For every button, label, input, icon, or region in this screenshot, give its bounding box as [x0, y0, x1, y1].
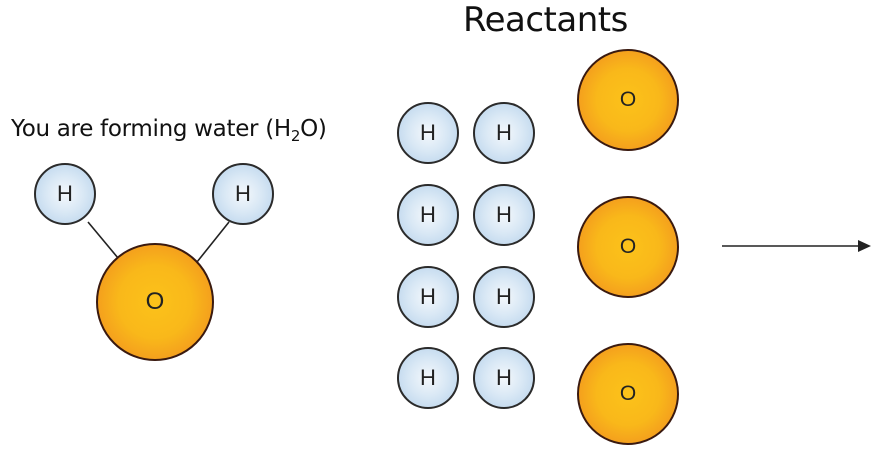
atom-label: H: [496, 284, 512, 309]
atom-label: H: [420, 365, 436, 390]
reactant-hydrogen-atom[interactable]: H: [473, 102, 535, 164]
atom-label: H: [496, 365, 512, 390]
reactant-hydrogen-atom[interactable]: H: [473, 266, 535, 328]
instruction-suffix: O): [300, 116, 327, 142]
bond-right: [196, 221, 230, 263]
atom-label: O: [145, 288, 165, 315]
reaction-arrow: [722, 240, 871, 252]
hydrogen-atom: H: [34, 163, 96, 225]
instruction-text: You are forming water (H2O): [11, 114, 327, 144]
instruction-subscript: 2: [290, 127, 301, 145]
atom-label: O: [619, 382, 637, 405]
atom-label: H: [420, 202, 436, 227]
atom-label: H: [420, 284, 436, 309]
atom-label: H: [235, 181, 251, 206]
atom-label: H: [496, 120, 512, 145]
atom-label: O: [619, 235, 637, 258]
reactants-title: Reactants: [463, 0, 628, 40]
hydrogen-atom: H: [212, 163, 274, 225]
bond-left: [87, 221, 119, 259]
reactant-oxygen-atom[interactable]: O: [577, 343, 679, 445]
reactant-oxygen-atom[interactable]: O: [577, 196, 679, 298]
atom-label: O: [619, 88, 637, 111]
reactant-oxygen-atom[interactable]: O: [577, 49, 679, 151]
atom-label: H: [57, 181, 73, 206]
arrow-head-icon: [858, 240, 871, 252]
instruction-prefix: You are forming water (H: [11, 116, 291, 142]
oxygen-atom: O: [96, 243, 214, 361]
reactant-hydrogen-atom[interactable]: H: [473, 347, 535, 409]
reactant-hydrogen-atom[interactable]: H: [397, 266, 459, 328]
reactant-hydrogen-atom[interactable]: H: [473, 184, 535, 246]
reactant-hydrogen-atom[interactable]: H: [397, 184, 459, 246]
reactant-hydrogen-atom[interactable]: H: [397, 102, 459, 164]
atom-label: H: [420, 120, 436, 145]
atom-label: H: [496, 202, 512, 227]
reactant-hydrogen-atom[interactable]: H: [397, 347, 459, 409]
